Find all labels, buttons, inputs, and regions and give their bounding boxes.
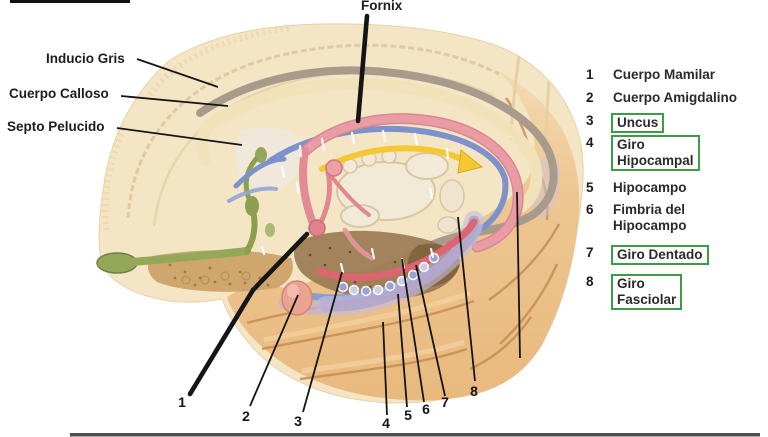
legend-num: 5 bbox=[586, 180, 594, 195]
leader-unlabeled bbox=[516, 191, 521, 359]
legend-item-giro-dentado: 7 Giro Dentado bbox=[586, 245, 709, 265]
leader-7 bbox=[415, 264, 446, 397]
scan-edge-top bbox=[10, 0, 130, 3]
legend-label-boxed: Giro Dentado bbox=[611, 245, 709, 265]
leader-cuerpo-calloso bbox=[120, 95, 229, 107]
legend-label: Fimbria del Hipocampo bbox=[613, 202, 687, 233]
legend-item-giro-fasciolar: 8 Giro Fasciolar bbox=[586, 274, 683, 310]
legend-num: 3 bbox=[586, 113, 594, 128]
thalamus bbox=[336, 148, 465, 234]
fimbria-band bbox=[316, 218, 478, 281]
leader-fornix bbox=[355, 13, 370, 124]
legend-label-boxed: Giro Hipocampal bbox=[611, 135, 700, 171]
legend-num: 2 bbox=[586, 90, 594, 105]
leader-3 bbox=[302, 271, 343, 413]
anterior-nucleus bbox=[325, 159, 343, 177]
pointer-number-8: 8 bbox=[470, 383, 478, 399]
leader-2 bbox=[249, 294, 299, 407]
legend-num: 4 bbox=[586, 135, 594, 150]
leader-1 bbox=[187, 231, 310, 397]
label-cuerpo-calloso: Cuerpo Calloso bbox=[9, 86, 109, 101]
legend-item-hipocampo: 5 Hipocampo bbox=[586, 180, 687, 198]
leader-6 bbox=[401, 258, 425, 403]
legend-item-fimbria: 6 Fimbria del Hipocampo bbox=[586, 202, 687, 234]
label-fornix: Fornix bbox=[361, 0, 403, 13]
pointer-number-5: 5 bbox=[404, 407, 412, 423]
label-inducio-gris: Inducio Gris bbox=[46, 51, 125, 66]
olfactory-tract bbox=[96, 147, 275, 274]
highlight-ticks bbox=[260, 129, 450, 274]
pointer-number-6: 6 bbox=[422, 401, 430, 417]
legend-num: 7 bbox=[586, 245, 594, 260]
pointer-number-2: 2 bbox=[242, 408, 250, 424]
legend-label-boxed: Uncus bbox=[611, 113, 665, 133]
leader-lines bbox=[116, 13, 521, 416]
leader-8 bbox=[457, 216, 476, 382]
legend-label: Cuerpo Amigdalino bbox=[613, 90, 737, 105]
legend-label: Cuerpo Mamilar bbox=[613, 67, 716, 82]
legend-label-boxed: Giro Fasciolar bbox=[611, 274, 683, 310]
leader-septo-pelucido bbox=[116, 127, 243, 146]
corpus-callosum-band bbox=[196, 77, 543, 213]
legend-num: 1 bbox=[586, 67, 594, 82]
leader-5 bbox=[397, 293, 408, 408]
legend-num: 6 bbox=[586, 202, 594, 217]
gyri-highlights bbox=[263, 290, 471, 374]
fornix-band bbox=[299, 113, 524, 261]
legend-item-giro-hipocampal: 4 Giro Hipocampal bbox=[586, 135, 700, 171]
pointer-number-7: 7 bbox=[441, 394, 449, 410]
legend-item-uncus: 3 Uncus bbox=[586, 113, 665, 133]
legend: 1 Cuerpo Mamilar 2 Cuerpo Amigdalino 3 Uncu… bbox=[586, 0, 768, 437]
scan-edge-bottom bbox=[70, 433, 760, 437]
legend-item-cuerpo-mamilar: 1 Cuerpo Mamilar bbox=[586, 67, 715, 85]
pointer-number-4: 4 bbox=[382, 415, 390, 431]
mammillary-body bbox=[308, 219, 326, 237]
pointer-number-3: 3 bbox=[294, 413, 302, 429]
legend-num: 8 bbox=[586, 274, 594, 289]
label-septo-pelucido: Septo Pelucido bbox=[7, 119, 105, 134]
legend-item-cuerpo-amigdalino: 2 Cuerpo Amigdalino bbox=[586, 90, 737, 108]
leader-inducio-gris bbox=[136, 58, 219, 88]
legend-label: Hipocampo bbox=[613, 180, 687, 195]
pointer-number-1: 1 bbox=[178, 394, 186, 410]
leader-4 bbox=[382, 321, 388, 416]
